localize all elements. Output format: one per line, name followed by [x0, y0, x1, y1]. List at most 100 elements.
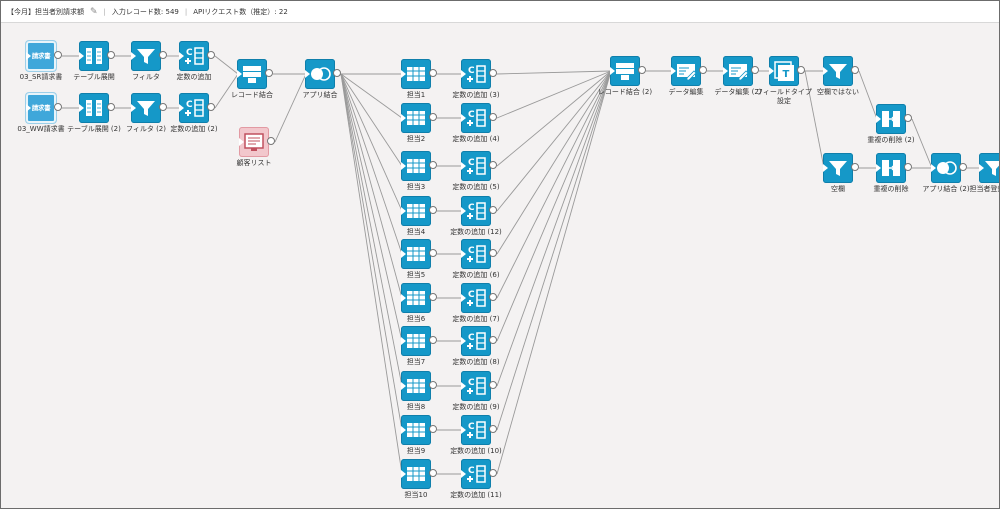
input-port[interactable]: [179, 52, 184, 60]
input-port[interactable]: [671, 67, 676, 75]
output-port[interactable]: [159, 51, 167, 59]
add-constant-icon[interactable]: C: [461, 459, 497, 489]
record-join-icon[interactable]: [237, 59, 273, 89]
output-port[interactable]: [489, 469, 497, 477]
edit-pencil-icon[interactable]: ✎: [90, 6, 98, 17]
table-expand-icon[interactable]: [79, 41, 115, 71]
customer-list-icon[interactable]: [239, 127, 275, 157]
input-port[interactable]: [461, 426, 466, 434]
output-port[interactable]: [489, 161, 497, 169]
input-port[interactable]: [401, 426, 406, 434]
input-port[interactable]: [237, 70, 242, 78]
input-port[interactable]: [769, 67, 774, 75]
app-join-icon[interactable]: [931, 153, 967, 183]
output-port[interactable]: [429, 206, 437, 214]
output-port[interactable]: [489, 206, 497, 214]
table-icon[interactable]: [401, 326, 437, 356]
filter-icon[interactable]: [823, 56, 859, 86]
add-constant-icon[interactable]: C: [461, 103, 497, 133]
input-port[interactable]: [823, 164, 828, 172]
output-port[interactable]: [489, 336, 497, 344]
filter-icon[interactable]: [979, 153, 999, 183]
table-icon[interactable]: [401, 59, 437, 89]
invoice-source-icon[interactable]: 請求書: [26, 93, 62, 123]
output-port[interactable]: [429, 161, 437, 169]
input-port[interactable]: [723, 67, 728, 75]
table-icon[interactable]: [401, 103, 437, 133]
input-port[interactable]: [131, 52, 136, 60]
add-constant-icon[interactable]: C: [461, 371, 497, 401]
output-port[interactable]: [489, 249, 497, 257]
input-port[interactable]: [461, 162, 466, 170]
output-port[interactable]: [904, 163, 912, 171]
input-port[interactable]: [823, 67, 828, 75]
add-constant-icon[interactable]: C: [461, 239, 497, 269]
data-edit-icon[interactable]: [671, 56, 707, 86]
input-port[interactable]: [179, 104, 184, 112]
input-port[interactable]: [131, 104, 136, 112]
input-port[interactable]: [401, 294, 406, 302]
input-port[interactable]: [401, 162, 406, 170]
data-edit-icon[interactable]: [723, 56, 759, 86]
input-port[interactable]: [401, 207, 406, 215]
output-port[interactable]: [267, 137, 275, 145]
output-port[interactable]: [489, 293, 497, 301]
output-port[interactable]: [207, 103, 215, 111]
output-port[interactable]: [429, 249, 437, 257]
add-constant-icon[interactable]: C: [179, 93, 215, 123]
output-port[interactable]: [207, 51, 215, 59]
input-port[interactable]: [401, 250, 406, 258]
record-join-icon[interactable]: [610, 56, 646, 86]
input-port[interactable]: [26, 104, 31, 112]
output-port[interactable]: [54, 103, 62, 111]
table-icon[interactable]: [401, 371, 437, 401]
output-port[interactable]: [107, 51, 115, 59]
output-port[interactable]: [797, 66, 805, 74]
output-port[interactable]: [429, 293, 437, 301]
input-port[interactable]: [461, 114, 466, 122]
output-port[interactable]: [489, 113, 497, 121]
output-port[interactable]: [429, 469, 437, 477]
output-port[interactable]: [751, 66, 759, 74]
output-port[interactable]: [429, 113, 437, 121]
output-port[interactable]: [159, 103, 167, 111]
add-constant-icon[interactable]: C: [461, 196, 497, 226]
invoice-source-icon[interactable]: 請求書: [26, 41, 62, 71]
input-port[interactable]: [461, 207, 466, 215]
output-port[interactable]: [699, 66, 707, 74]
horizontal-scrollbar[interactable]: [1, 504, 999, 508]
input-port[interactable]: [610, 67, 615, 75]
output-port[interactable]: [489, 69, 497, 77]
input-port[interactable]: [401, 114, 406, 122]
output-port[interactable]: [851, 163, 859, 171]
input-port[interactable]: [401, 70, 406, 78]
filter-icon[interactable]: [823, 153, 859, 183]
input-port[interactable]: [401, 382, 406, 390]
table-icon[interactable]: [401, 239, 437, 269]
field-type-icon[interactable]: T: [769, 56, 805, 86]
input-port[interactable]: [876, 115, 881, 123]
input-port[interactable]: [401, 470, 406, 478]
output-port[interactable]: [429, 336, 437, 344]
output-port[interactable]: [333, 69, 341, 77]
input-port[interactable]: [876, 164, 881, 172]
input-port[interactable]: [401, 337, 406, 345]
table-icon[interactable]: [401, 196, 437, 226]
add-constant-icon[interactable]: C: [179, 41, 215, 71]
output-port[interactable]: [638, 66, 646, 74]
table-icon[interactable]: [401, 415, 437, 445]
input-port[interactable]: [979, 164, 984, 172]
output-port[interactable]: [489, 425, 497, 433]
input-port[interactable]: [239, 138, 244, 146]
output-port[interactable]: [429, 69, 437, 77]
output-port[interactable]: [904, 114, 912, 122]
add-constant-icon[interactable]: C: [461, 151, 497, 181]
input-port[interactable]: [461, 470, 466, 478]
add-constant-icon[interactable]: C: [461, 326, 497, 356]
filter-icon[interactable]: [131, 93, 167, 123]
input-port[interactable]: [79, 104, 84, 112]
table-icon[interactable]: [401, 459, 437, 489]
output-port[interactable]: [429, 425, 437, 433]
table-icon[interactable]: [401, 283, 437, 313]
